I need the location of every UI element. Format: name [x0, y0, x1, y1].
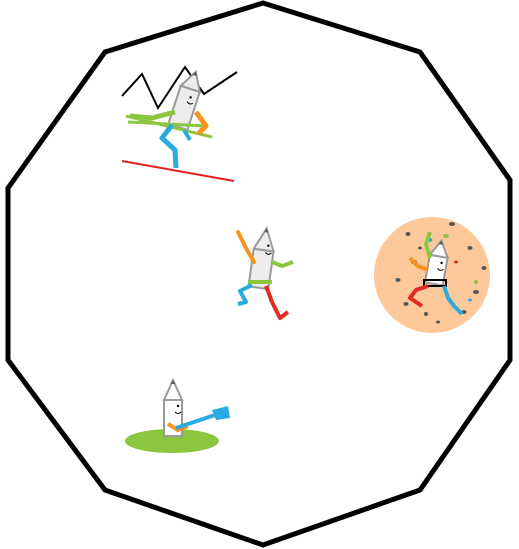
kayak-paddle-blade: [212, 406, 230, 420]
kayaker-pencil-tip: [162, 377, 184, 401]
kayaker-icon: [125, 377, 230, 453]
ski: [121, 160, 235, 182]
mountain-outline: [121, 65, 238, 111]
runner-arm: [236, 230, 256, 264]
climber-pencil-tip: [428, 238, 450, 260]
kayak-water: [125, 429, 219, 453]
runner-arm: [271, 260, 294, 269]
skier-leg: [159, 123, 179, 169]
kayaker-arm: [166, 422, 189, 433]
runner-leg: [264, 285, 290, 320]
climber-icon: [374, 217, 490, 333]
kayak-paddle: [175, 412, 219, 430]
climber-leg: [442, 285, 464, 316]
runner-icon: [236, 225, 294, 320]
skier-icon: [121, 65, 238, 182]
runner-leg: [237, 283, 253, 306]
climber-arm: [408, 256, 429, 272]
skier-pencil-tip: [178, 69, 202, 94]
skier-arm: [193, 110, 209, 136]
ski-pole: [127, 120, 207, 128]
climber-arm: [423, 231, 432, 259]
climber-leg: [408, 284, 429, 308]
